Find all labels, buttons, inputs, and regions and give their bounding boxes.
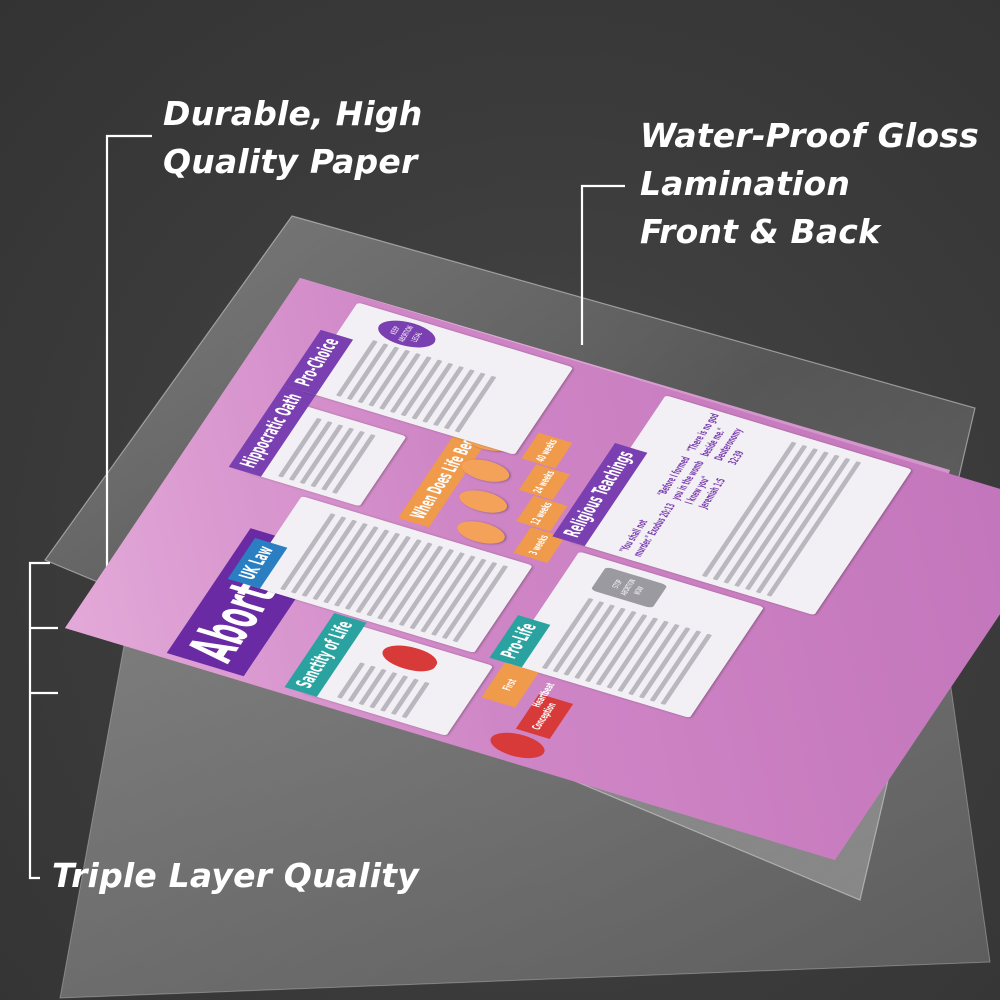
lamination-callout-line-2: Lamination [640, 164, 851, 203]
lamination-callout: Water-Proof Gloss Lamination Front & Bac… [640, 112, 979, 256]
triple-layer-bracket [28, 561, 50, 880]
triple-layer-callout: Triple Layer Quality [52, 852, 419, 900]
paper-callout: Durable, High Quality Paper [163, 90, 422, 186]
paper-callout-line-2: Quality Paper [163, 142, 418, 181]
lamination-callout-line-3: Front & Back [640, 212, 881, 251]
lamination-callout-line-1: Water-Proof Gloss [640, 116, 979, 155]
triple-layer-callout-text: Triple Layer Quality [52, 856, 419, 895]
paper-callout-line-1: Durable, High [163, 94, 423, 133]
